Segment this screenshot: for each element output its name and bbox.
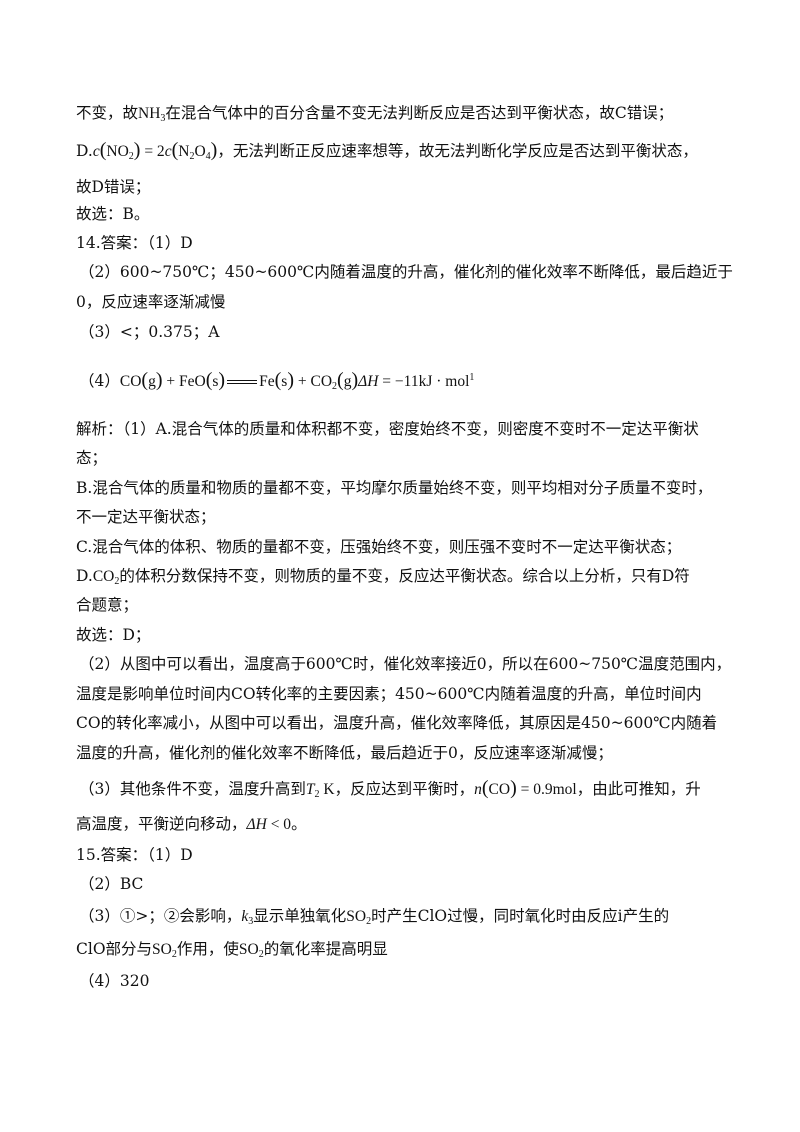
text: 的氧化率提高明显 [263,940,388,958]
text: 显示单独氧化 [253,907,347,925]
formula-thermochemical-equation: CO(g) + FeO(s)Fe(s) + CO2(g)ΔH = −11kJ ·… [119,369,475,392]
text: 作用，使 [176,940,239,958]
formula-nh3: NH3 [138,105,166,124]
option-label: D. [76,567,93,585]
formula-concentration-equation: c(NO2) = 2c(N2O4) [92,139,218,162]
line-11: 态； [76,449,108,467]
line-16: 合题意； [76,596,139,614]
line-25: （2）BC [79,875,144,893]
line-28: （4）320 [79,972,150,990]
formula-k3: k3 [241,908,254,927]
line-3: 故D错误； [76,178,151,196]
text: ClO部分与 [76,940,153,958]
line-9-equation: （4）CO(g) + FeO(s)Fe(s) + CO2(g)ΔH = −11k… [79,370,474,393]
formula-co2: CO2 [92,568,120,587]
text: （3）①>；②会影响， [79,907,242,925]
line-17: 故选：D； [76,626,151,644]
line-27: ClO部分与SO2作用，使SO2的氧化率提高明显 [76,938,388,961]
line-12: B.混合气体的质量和物质的量都不变，平均摩尔质量始终不变，则平均相对分子质量不变… [76,479,713,497]
formula-amount-co: n(CO) = 0.9mol [474,777,577,799]
line-6: （2）600~750℃；450~600℃内随着温度的升高，催化剂的催化效率不断降… [79,263,733,281]
line-14: C.混合气体的体积、物质的量都不变，压强始终不变，则压强不变时不一定达平衡状态； [76,538,682,556]
formula-so2: SO2 [238,941,264,960]
line-15: D.CO2的体积分数保持不变，则物质的量不变，反应达平衡状态。综合以上分析，只有… [76,565,690,588]
text: 的体积分数保持不变，则物质的量不变，反应达平衡状态。综合以上分析，只有D符 [119,567,690,585]
text: ，无法判断正反应速率想等，故无法判断化学反应是否达到平衡状态， [217,142,698,160]
line-21: 温度的升高，催化剂的催化效率不断降低，最后趋近于0，反应速率逐渐减慢； [76,744,613,762]
text: 时产生ClO过慢，同时氧化时由反应ⅰ产生的 [371,907,670,925]
line-8: （3）<；0.375；A [79,323,220,341]
line-1: 不变，故NH3在混合气体中的百分含量不变无法判断反应是否达到平衡状态，故C错误； [76,102,673,125]
line-2: D.c(NO2) = 2c(N2O4)，无法判断正反应速率想等，故无法判断化学反… [76,140,698,163]
line-22: （3）其他条件不变，温度升高到T2 K，反应达到平衡时，n(CO) = 0.9m… [79,778,701,801]
text: 不变，故 [76,104,139,122]
line-18: （2）从图中可以看出，温度高于600℃时，催化效率接近0，所以在600~750℃… [79,655,732,673]
answer-15-heading: 15.答案：（1）D [76,846,193,864]
text: ，反应达到平衡时， [334,780,475,798]
text: 。 [291,815,307,833]
equals-arrow [227,380,258,385]
formula-temperature: T2 K [305,781,335,800]
text: ，由此可推知，升 [576,780,701,798]
line-7: 0，反应速率逐渐减慢 [76,293,226,311]
formula-so2: SO2 [152,941,177,960]
answer-14-heading: 14.答案：（1）D [76,234,193,252]
line-4: 故选：B。 [76,205,150,223]
text: （3）其他条件不变，温度升高到 [79,780,306,798]
line-10: 解析：（1）A.混合气体的质量和体积都不变，密度始终不变，则密度不变时不一定达平… [76,420,699,438]
item-label: （4） [79,372,120,390]
line-26: （3）①>；②会影响，k3显示单独氧化SO2时产生ClO过慢，同时氧化时由反应ⅰ… [79,905,669,928]
text: 在混合气体中的百分含量不变无法判断反应是否达到平衡状态，故C错误； [165,104,674,122]
line-19: 温度是影响单位时间内CO转化率的主要因素；450~600℃内随着温度的升高，单位… [76,685,702,703]
formula-enthalpy: ΔH < 0 [246,816,292,833]
line-20: CO的转化率减小，从图中可以看出，温度升高，催化效率降低，其原因是450~600… [76,714,718,732]
text: 高温度，平衡逆向移动， [76,815,247,833]
line-13: 不一定达平衡状态； [76,508,216,526]
formula-so2: SO2 [346,908,372,927]
option-label: D. [76,142,93,160]
line-23: 高温度，平衡逆向移动，ΔH < 0。 [76,813,307,836]
